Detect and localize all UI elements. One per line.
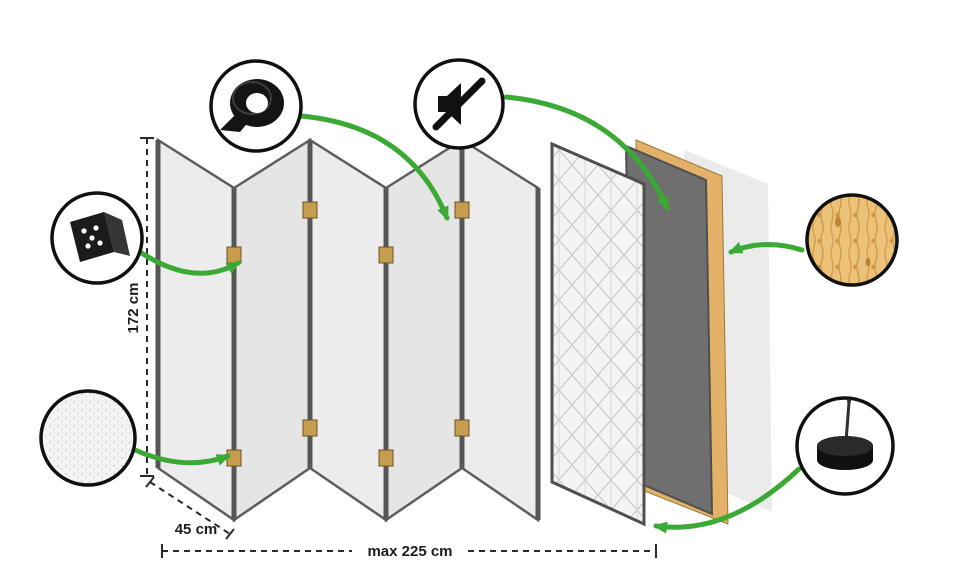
fabric-texture-icon	[39, 389, 137, 487]
arrow-pad	[653, 466, 802, 534]
panel-width-dimension: 45 cm	[145, 476, 235, 540]
panel-2	[232, 137, 312, 523]
callout-arrows	[132, 94, 805, 534]
hinge-callout	[50, 191, 144, 285]
mute-callout	[413, 58, 505, 150]
patterned-fabric-panel	[550, 141, 646, 527]
hinge-icon	[70, 212, 130, 262]
tape-callout	[209, 59, 303, 153]
height-label: 172 cm	[125, 283, 142, 334]
wood-texture-icon	[835, 217, 871, 266]
height-dimension: 172 cm	[125, 137, 154, 477]
panel-hinges	[226, 201, 470, 467]
tape-roll-icon	[220, 79, 284, 132]
panel-5	[460, 137, 540, 523]
panel-3	[308, 137, 388, 523]
folding-panels	[155, 137, 541, 523]
sound-off-icon	[432, 77, 486, 131]
wood-callout	[805, 193, 899, 287]
arrow-wood	[728, 241, 805, 255]
arrow-tape	[298, 113, 450, 221]
total-width-dimension: max 225 cm	[161, 543, 657, 560]
felt-pad-icon	[817, 399, 873, 470]
fabric-callout	[39, 389, 137, 487]
total-width-label: max 225 cm	[367, 543, 452, 560]
arrow-mute	[503, 94, 670, 211]
panel-width-label: 45 cm	[175, 521, 218, 538]
arrow-fabric	[132, 447, 231, 466]
arrow-hinge	[137, 249, 241, 276]
pad-callout	[795, 396, 895, 496]
panel-4	[384, 137, 464, 523]
